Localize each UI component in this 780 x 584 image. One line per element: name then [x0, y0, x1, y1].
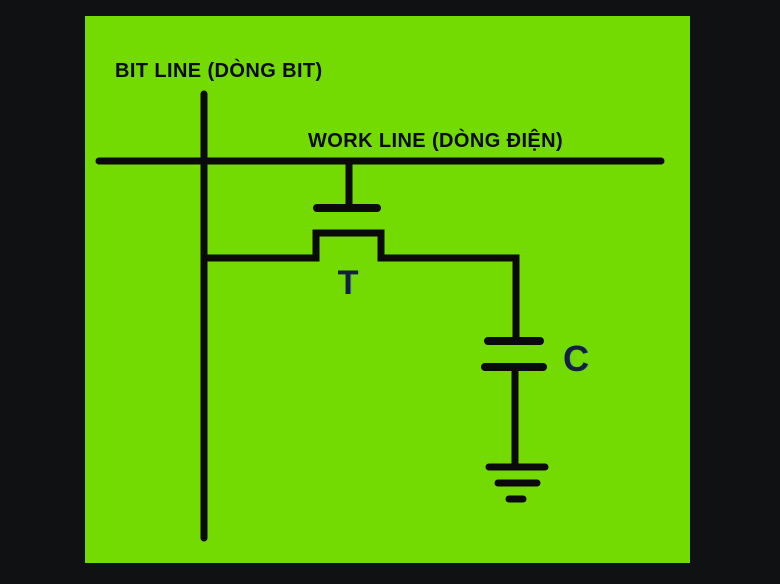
circuit-wires	[95, 90, 665, 542]
transistor-label: T	[338, 264, 359, 302]
diagram-panel	[85, 16, 690, 563]
capacitor-label: C	[563, 338, 589, 379]
bit-line-label: BIT LINE (DÒNG BIT)	[115, 58, 323, 82]
transistor-channel-and-drain-wire	[205, 229, 520, 337]
work-line-label: WORK LINE (DÒNG ĐIỆN)	[308, 128, 563, 152]
